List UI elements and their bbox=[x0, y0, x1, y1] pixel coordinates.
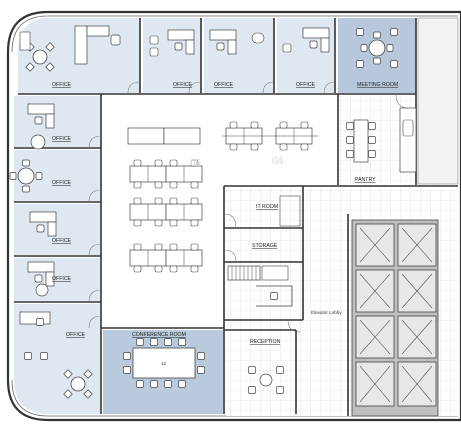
conference-chair-8 bbox=[178, 380, 186, 388]
office-5-label: OFFICE bbox=[52, 136, 72, 142]
reception-seat-3 bbox=[248, 386, 256, 394]
office-1-return bbox=[86, 25, 110, 37]
meeting-room-label: MEETING ROOM bbox=[357, 82, 398, 88]
office-1-desk bbox=[74, 25, 88, 65]
reception-counter bbox=[256, 285, 293, 307]
office-2-side-chair-b bbox=[149, 47, 159, 57]
office-room-fills bbox=[14, 18, 335, 414]
office-1-cabinet bbox=[19, 31, 31, 51]
conference-chair-3 bbox=[164, 338, 172, 346]
workstation-cluster-06 bbox=[127, 127, 203, 273]
elevator-lobby-label: Elevator Lobby bbox=[311, 310, 342, 315]
conference-chair-1 bbox=[136, 338, 144, 346]
building-inner-wall bbox=[11, 15, 458, 417]
pantry-chair-4 bbox=[368, 122, 376, 130]
storage-label: STORAGE bbox=[252, 243, 278, 249]
conference-chair-9 bbox=[123, 352, 131, 360]
office-3-round-stool bbox=[251, 32, 265, 44]
office-9-guest-chair-b bbox=[40, 352, 48, 360]
pantry-counter bbox=[399, 107, 417, 173]
workstation-cluster-06-number: 06 bbox=[190, 158, 202, 169]
pantry-chair-3 bbox=[346, 150, 354, 158]
office-5-round-table bbox=[30, 134, 46, 150]
office-7-label: OFFICE bbox=[52, 238, 72, 244]
workstation-cluster-04 bbox=[222, 121, 318, 151]
office-9-label: OFFICE bbox=[66, 332, 86, 338]
east-service-strip bbox=[417, 17, 459, 185]
conference-chair-4 bbox=[178, 338, 186, 346]
office-9-desk bbox=[19, 311, 51, 325]
office-1-chair bbox=[110, 34, 121, 46]
office-9-guest-chair-a bbox=[24, 352, 32, 360]
conference-chair-5 bbox=[136, 380, 144, 388]
conference-chair-7 bbox=[164, 380, 172, 388]
elevator-bank bbox=[351, 219, 439, 417]
reception-label: RECEPTION bbox=[250, 339, 281, 345]
office-9-chair bbox=[36, 318, 44, 326]
office-3-label: OFFICE bbox=[214, 82, 234, 88]
office-4-side-chair bbox=[282, 43, 292, 53]
conference-chair-12 bbox=[197, 366, 205, 374]
conference-table bbox=[132, 347, 196, 379]
meeting-room-chair-nw bbox=[356, 28, 364, 36]
reception-chair bbox=[270, 292, 278, 300]
reception-seat-2 bbox=[276, 366, 284, 374]
conference-chair-10 bbox=[123, 366, 131, 374]
reception-seat-1 bbox=[248, 366, 256, 374]
meeting-room-chair-se bbox=[390, 60, 398, 68]
office-1-label: OFFICE bbox=[52, 82, 72, 88]
pantry-sink bbox=[402, 119, 414, 137]
storage-cabinet bbox=[261, 265, 289, 281]
reception-side-table bbox=[259, 373, 273, 387]
storage-shelf-dividers bbox=[231, 266, 257, 280]
conference-chair-6 bbox=[150, 380, 158, 388]
office-2-label: OFFICE bbox=[173, 82, 193, 88]
conference-chair-11 bbox=[197, 352, 205, 360]
pantry-chair-1 bbox=[346, 122, 354, 130]
reception-seat-4 bbox=[276, 386, 284, 394]
it-room-rack bbox=[279, 195, 301, 227]
pantry-label: PANTRY bbox=[355, 177, 376, 183]
office-2-side-chair-a bbox=[149, 35, 159, 45]
conference-table-seat-count: 12 bbox=[161, 361, 167, 366]
office-6-label: OFFICE bbox=[52, 180, 72, 186]
pantry-table bbox=[353, 119, 369, 163]
meeting-room-chair-sw bbox=[356, 60, 364, 68]
conference-chair-2 bbox=[150, 338, 158, 346]
pantry-chair-6 bbox=[368, 150, 376, 158]
it-room-label: IT ROOM bbox=[256, 204, 278, 210]
office-8-label: OFFICE bbox=[52, 276, 72, 282]
meeting-room-chair-ne bbox=[390, 28, 398, 36]
pantry-chair-5 bbox=[368, 136, 376, 144]
conference-room-label: CONFERENCE ROOM bbox=[132, 332, 186, 338]
office-8-round-table bbox=[35, 283, 49, 297]
pantry-chair-2 bbox=[346, 136, 354, 144]
office-4-label: OFFICE bbox=[296, 82, 316, 88]
workstation-cluster-04-number: 04 bbox=[272, 156, 284, 167]
